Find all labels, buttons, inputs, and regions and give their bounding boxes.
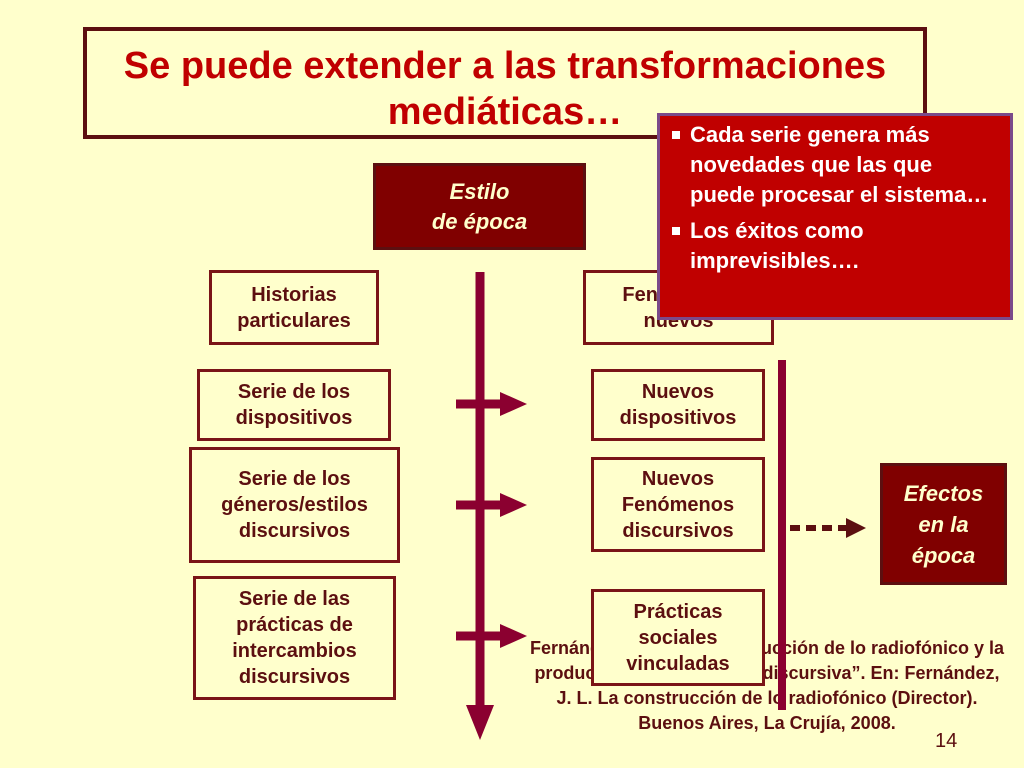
box-label: Serie de los géneros/estilos discursivos xyxy=(221,468,368,542)
callout-item-text: Los éxitos como imprevisibles…. xyxy=(690,218,864,273)
callout-item: Cada serie genera más novedades que las … xyxy=(672,120,1002,210)
box-label: Prácticas sociales vinculadas xyxy=(626,600,730,675)
box-label: Serie de las prácticas de intercambios d… xyxy=(232,588,357,688)
historias-particulares-box: Historias particulares xyxy=(209,270,379,345)
estilo-line-1: Estilo xyxy=(449,178,510,204)
arrow-3-head xyxy=(500,624,527,648)
slide-title: Se puede extender a las transformaciones… xyxy=(83,27,927,139)
box-label: Nuevos Fenómenos discursivos xyxy=(621,467,735,542)
practicas-sociales-box: Prácticas sociales vinculadas xyxy=(591,589,765,686)
nuevos-dispositivos-box: Nuevos dispositivos xyxy=(591,369,765,441)
vertical-arrow-head xyxy=(466,705,494,740)
callout-item: Los éxitos como imprevisibles…. xyxy=(672,216,1002,276)
nuevos-fenomenos-discursivos-box: Nuevos Fenómenos discursivos xyxy=(591,457,765,552)
serie-practicas-box: Serie de las prácticas de intercambios d… xyxy=(193,576,396,700)
estilo-de-epoca-box: Estilo de época xyxy=(373,163,586,250)
efectos-label: Efectos en la época xyxy=(903,480,984,568)
callout-list: Cada serie genera más novedades que las … xyxy=(672,120,1002,276)
efectos-en-la-epoca-box: Efectos en la época xyxy=(880,463,1007,585)
serie-dispositivos-box: Serie de los dispositivos xyxy=(197,369,391,441)
slide-title-text: Se puede extender a las transformaciones… xyxy=(123,45,887,133)
callout-box: Cada serie genera más novedades que las … xyxy=(657,113,1013,320)
box-label: Serie de los dispositivos xyxy=(235,381,353,429)
square-bullet-icon xyxy=(672,131,680,139)
estilo-line-2: de época xyxy=(431,208,528,234)
serie-generos-box: Serie de los géneros/estilos discursivos xyxy=(189,447,400,563)
square-bullet-icon xyxy=(672,227,680,235)
box-label: Historias particulares xyxy=(237,283,351,332)
box-label: Nuevos dispositivos xyxy=(619,381,737,429)
arrow-2-head xyxy=(500,493,527,517)
page-number: 14 xyxy=(935,730,958,752)
callout-item-text: Cada serie genera más novedades que las … xyxy=(690,122,989,207)
arrow-1-head xyxy=(500,392,527,416)
dotted-arrow-head xyxy=(846,518,866,538)
